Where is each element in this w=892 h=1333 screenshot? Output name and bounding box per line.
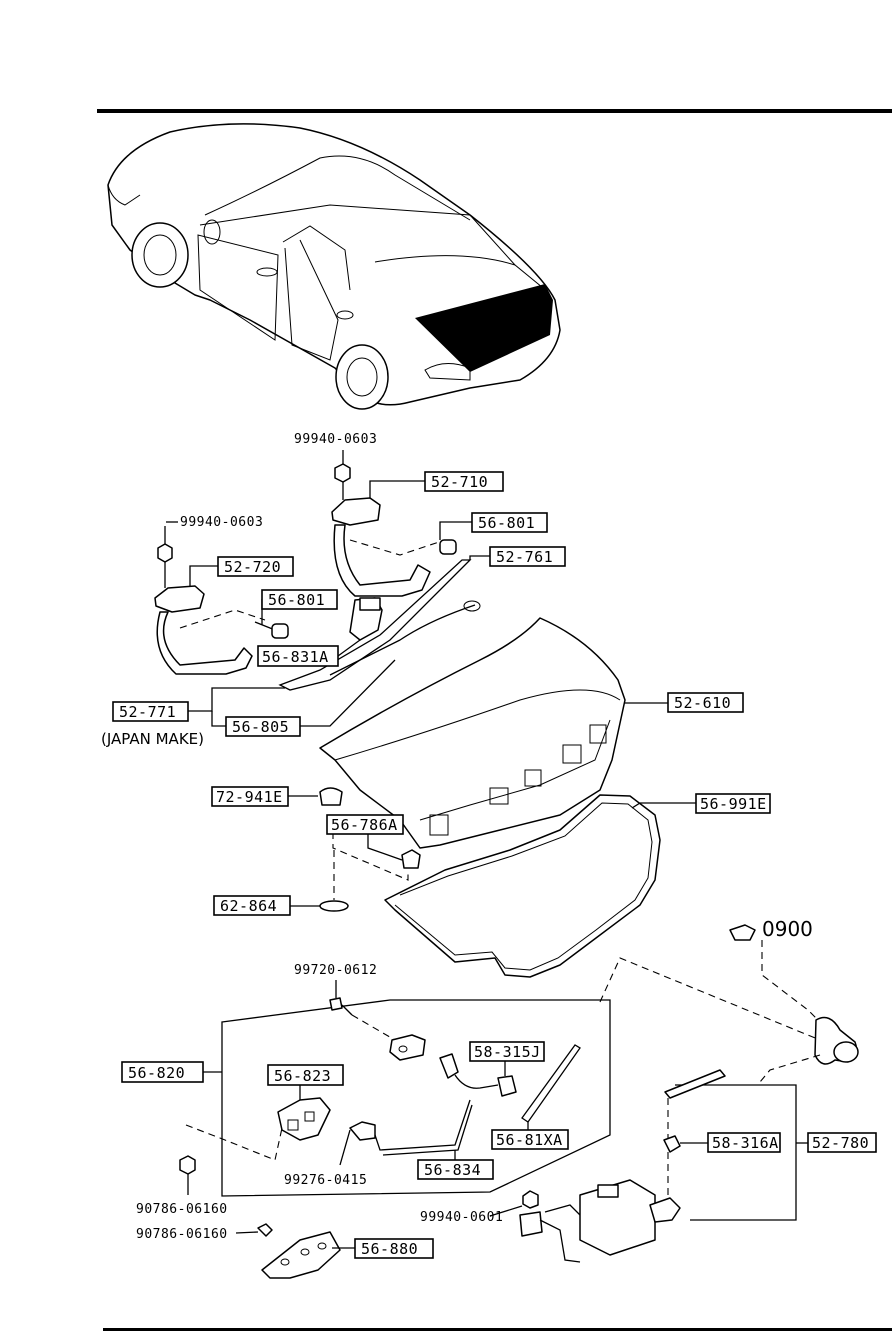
weatherstrip	[384, 794, 661, 978]
svg-text:56-831A: 56-831A	[262, 648, 329, 666]
label-56-831A: 56-831A	[257, 645, 339, 667]
label-56-786A: 56-786A	[326, 814, 404, 835]
part-labels: 52-710 56-801 52-761 52-720 56-801 56-83…	[101, 432, 877, 1259]
label-56-991E: 56-991E	[695, 793, 771, 814]
label-99276-0415: 99276-0415	[284, 1173, 367, 1188]
svg-text:56-801: 56-801	[478, 514, 535, 532]
label-99720-0612: 99720-0612	[294, 963, 377, 978]
svg-text:72-941E: 72-941E	[216, 788, 283, 806]
svg-text:52-771: 52-771	[119, 703, 176, 721]
svg-text:56-81XA: 56-81XA	[496, 1131, 563, 1149]
svg-text:52-720: 52-720	[224, 558, 281, 576]
top-rule	[97, 109, 892, 113]
svg-text:56-823: 56-823	[274, 1067, 331, 1085]
torsion-bars	[278, 559, 481, 691]
hinge-left-assembly	[154, 543, 383, 675]
svg-text:52-710: 52-710	[431, 473, 488, 491]
lock-section	[185, 924, 859, 1263]
bottom-rule	[103, 1328, 892, 1331]
svg-text:52-761: 52-761	[496, 548, 553, 566]
label-99940-0603-left: 99940-0603	[180, 515, 263, 530]
svg-text:56-786A: 56-786A	[331, 816, 398, 834]
car-illustration	[107, 123, 561, 410]
trunk-lid	[319, 617, 626, 912]
label-58-316A: 58-316A	[707, 1132, 781, 1153]
label-90786-06160-b: 90786-06160	[136, 1227, 228, 1242]
label-52-780: 52-780	[807, 1132, 877, 1153]
label-52-720: 52-720	[217, 556, 294, 577]
svg-text:56-991E: 56-991E	[700, 795, 767, 813]
bracket-56-880	[235, 1223, 355, 1279]
label-62-864: 62-864	[213, 895, 291, 916]
label-56-801-top: 56-801	[471, 512, 548, 533]
label-56-805: 56-805	[225, 716, 301, 737]
label-52-771: 52-771	[112, 701, 189, 722]
svg-text:52-780: 52-780	[812, 1134, 869, 1152]
svg-text:62-864: 62-864	[220, 897, 277, 915]
label-56-801-left: 56-801	[261, 589, 338, 610]
label-52-610: 52-610	[667, 692, 744, 713]
svg-text:56-805: 56-805	[232, 718, 289, 736]
bolt-90786-lower	[179, 1155, 196, 1195]
svg-text:58-315J: 58-315J	[474, 1043, 541, 1061]
svg-text:56-820: 56-820	[128, 1064, 185, 1082]
svg-text:56-801: 56-801	[268, 591, 325, 609]
label-52-761: 52-761	[489, 546, 566, 567]
svg-text:52-610: 52-610	[674, 694, 731, 712]
svg-text:56-880: 56-880	[361, 1240, 418, 1258]
svg-text:58-316A: 58-316A	[712, 1134, 779, 1152]
label-56-81XA: 56-81XA	[491, 1129, 569, 1150]
hinge-right-assembly	[331, 463, 457, 597]
ref-0900: 0900	[762, 917, 813, 941]
label-99940-0603-top: 99940-0603	[294, 432, 377, 447]
label-56-820: 56-820	[121, 1061, 204, 1083]
label-72-941E: 72-941E	[211, 786, 289, 807]
label-52-710: 52-710	[424, 471, 504, 492]
leader-lines	[164, 450, 808, 1217]
svg-text:56-834: 56-834	[424, 1161, 481, 1179]
label-56-834: 56-834	[417, 1159, 494, 1180]
label-58-315J: 58-315J	[469, 1041, 545, 1062]
label-56-823: 56-823	[267, 1064, 344, 1086]
label-99940-0601: 99940-0601	[420, 1210, 503, 1225]
label-90786-06160-a: 90786-06160	[136, 1202, 228, 1217]
japan-make-note: (JAPAN MAKE)	[101, 730, 204, 748]
label-56-880: 56-880	[354, 1238, 434, 1259]
